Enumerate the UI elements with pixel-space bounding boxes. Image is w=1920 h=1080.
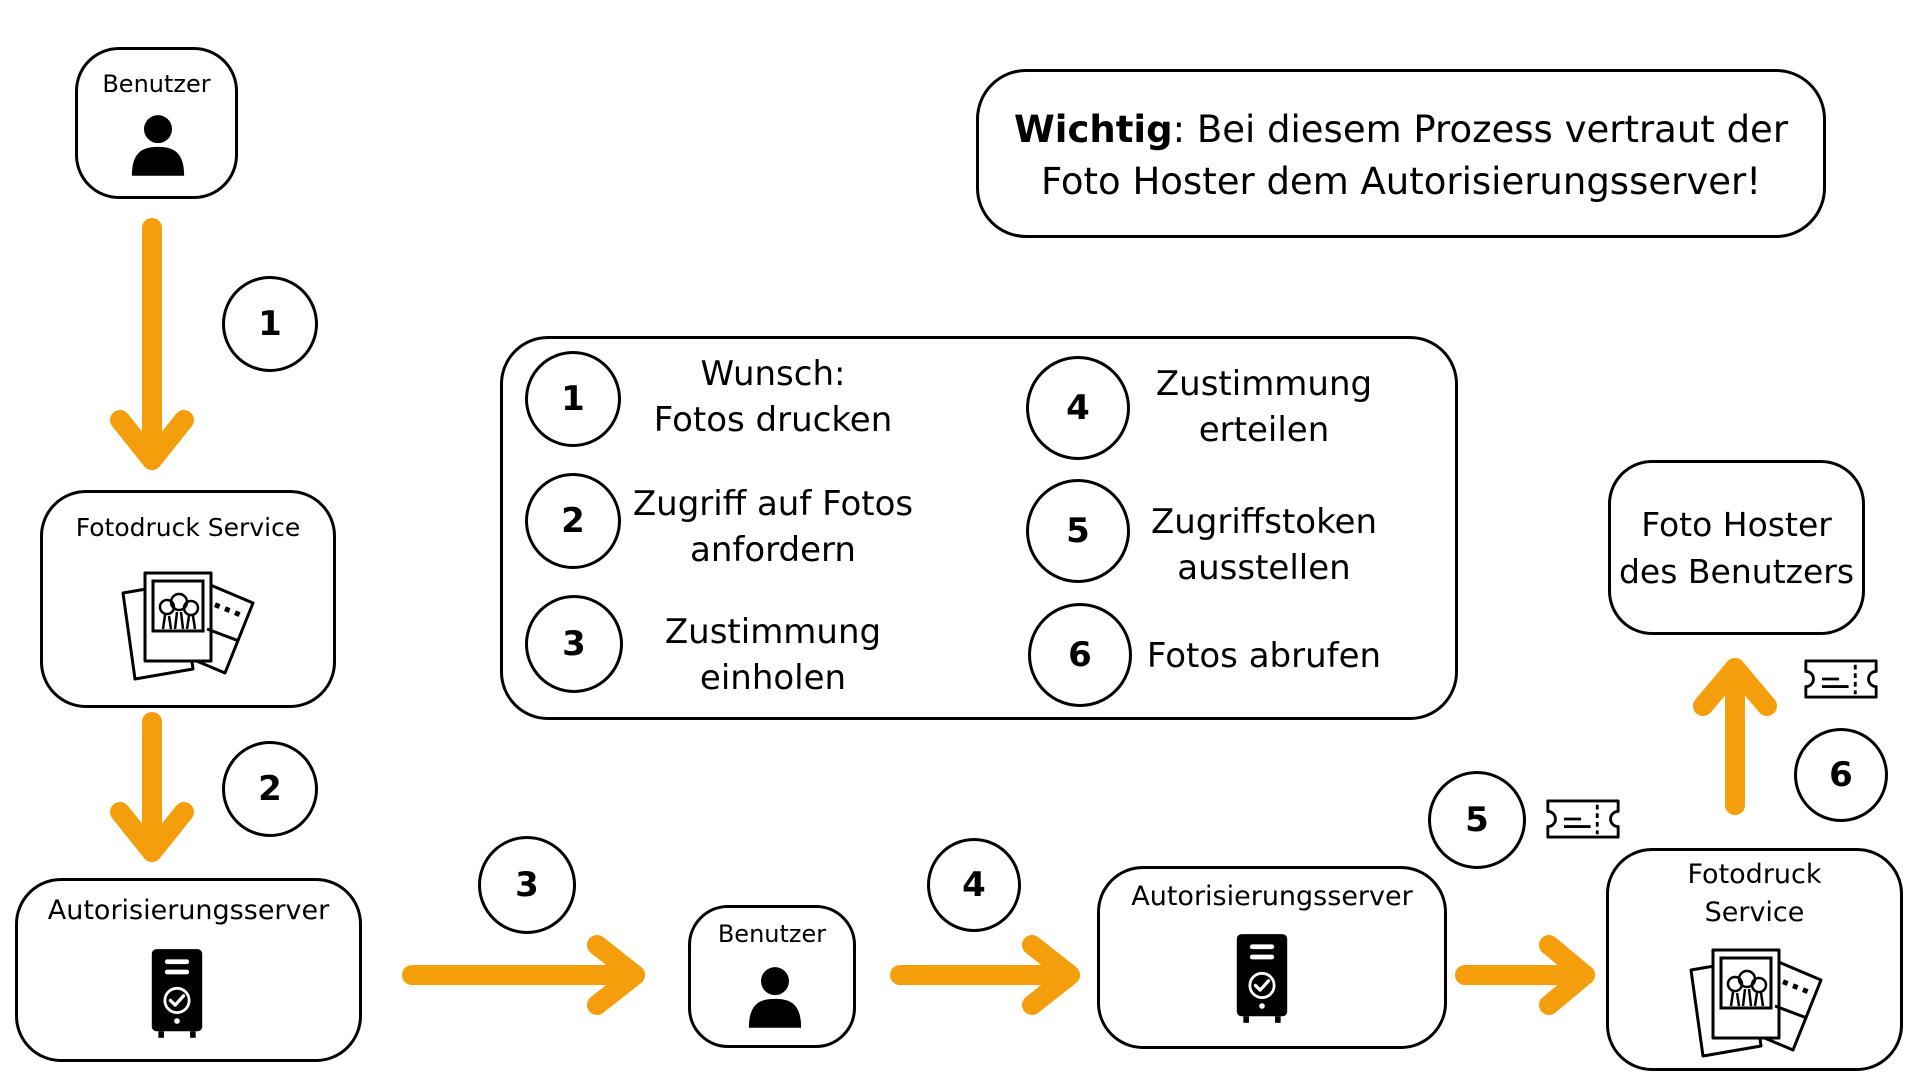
arrow-step-3 bbox=[402, 935, 645, 1015]
legend-text-5: Zugriffstoken ausstellen bbox=[1125, 499, 1403, 591]
step-badge-2: 2 bbox=[222, 741, 318, 837]
node-benutzer-mid: Benutzer bbox=[688, 905, 856, 1048]
important-note: Wichtig: Bei diesem Prozess vertraut der… bbox=[976, 69, 1826, 238]
node-fotodruck-service-right-label-1: Fotodruck bbox=[1687, 859, 1822, 890]
node-benutzer-mid-label: Benutzer bbox=[717, 920, 827, 948]
step-badge-4: 4 bbox=[927, 838, 1021, 932]
important-note-text-1: : Bei diesem Prozess vertraut der bbox=[1172, 108, 1789, 151]
node-fotodruck-service-right: Fotodruck Service bbox=[1606, 848, 1903, 1071]
photos-icon bbox=[119, 569, 259, 684]
legend-text-3-line2: einholen bbox=[699, 658, 847, 698]
node-autorisierungsserver-left-label: Autorisierungsserver bbox=[47, 895, 330, 926]
arrow-step-2 bbox=[110, 712, 194, 862]
legend-text-3: Zustimmung einholen bbox=[623, 609, 923, 701]
legend-text-5-line2: ausstellen bbox=[1177, 548, 1351, 588]
node-fotodruck-service-left: Fotodruck Service bbox=[40, 490, 336, 708]
legend-badge-3: 3 bbox=[525, 595, 623, 693]
node-autorisierungsserver-mid-label: Autorisierungsserver bbox=[1131, 881, 1413, 912]
legend-text-4-line1: Zustimmung bbox=[1155, 364, 1373, 404]
legend-text-2-line1: Zugriff auf Fotos bbox=[632, 484, 914, 524]
legend-badge-1: 1 bbox=[525, 351, 621, 447]
legend-badge-2: 2 bbox=[525, 473, 621, 569]
server-shield-icon bbox=[1234, 931, 1290, 1025]
legend-badge-5: 5 bbox=[1026, 479, 1130, 583]
node-fotodruck-service-right-label-2: Service bbox=[1704, 897, 1805, 928]
user-icon bbox=[747, 964, 803, 1030]
ticket-icon bbox=[1545, 797, 1621, 841]
ticket-icon bbox=[1803, 657, 1879, 701]
step-badge-6: 6 bbox=[1794, 728, 1888, 822]
legend-text-3-line1: Zustimmung bbox=[664, 612, 882, 652]
legend-box: 1 Wunsch: Fotos drucken 2 Zugriff auf Fo… bbox=[500, 336, 1458, 720]
legend-text-4-line2: erteilen bbox=[1198, 410, 1330, 450]
node-benutzer-top-label: Benutzer bbox=[102, 70, 211, 98]
server-shield-icon bbox=[149, 946, 205, 1040]
legend-text-2: Zugriff auf Fotos anfordern bbox=[623, 481, 923, 573]
user-icon bbox=[130, 112, 186, 178]
arrow-step-5 bbox=[1455, 935, 1595, 1015]
important-note-line-2: Foto Hoster dem Autorisierungsserver! bbox=[1040, 160, 1762, 203]
legend-text-1: Wunsch: Fotos drucken bbox=[623, 351, 923, 443]
node-fotodruck-service-left-label: Fotodruck Service bbox=[75, 513, 301, 542]
legend-text-6-line1: Fotos abrufen bbox=[1146, 636, 1382, 676]
node-autorisierungsserver-mid: Autorisierungsserver bbox=[1097, 866, 1447, 1049]
step-badge-5: 5 bbox=[1428, 771, 1526, 869]
node-foto-hoster: Foto Hoster des Benutzers bbox=[1608, 460, 1865, 635]
important-note-emphasis: Wichtig bbox=[1013, 108, 1173, 151]
photos-icon bbox=[1687, 946, 1827, 1061]
legend-badge-4: 4 bbox=[1026, 356, 1130, 460]
arrow-step-6 bbox=[1693, 658, 1777, 815]
step-badge-1: 1 bbox=[222, 276, 318, 372]
arrow-step-4 bbox=[890, 935, 1080, 1015]
node-foto-hoster-label-1: Foto Hoster bbox=[1641, 505, 1832, 544]
legend-text-1-line2: Fotos drucken bbox=[653, 400, 893, 440]
node-foto-hoster-label-2: des Benutzers bbox=[1618, 552, 1855, 591]
legend-text-1-line1: Wunsch: bbox=[700, 354, 846, 394]
legend-text-5-line1: Zugriffstoken bbox=[1150, 502, 1378, 542]
node-benutzer-top: Benutzer bbox=[75, 47, 238, 199]
legend-badge-6: 6 bbox=[1028, 603, 1132, 707]
legend-text-6: Fotos abrufen bbox=[1125, 633, 1403, 679]
step-badge-3: 3 bbox=[478, 836, 576, 934]
legend-text-2-line2: anfordern bbox=[690, 530, 856, 570]
arrow-step-1 bbox=[110, 218, 194, 470]
important-note-line-1: Wichtig: Bei diesem Prozess vertraut der bbox=[979, 104, 1823, 156]
node-autorisierungsserver-left: Autorisierungsserver bbox=[15, 878, 362, 1062]
legend-text-4: Zustimmung erteilen bbox=[1125, 361, 1403, 453]
